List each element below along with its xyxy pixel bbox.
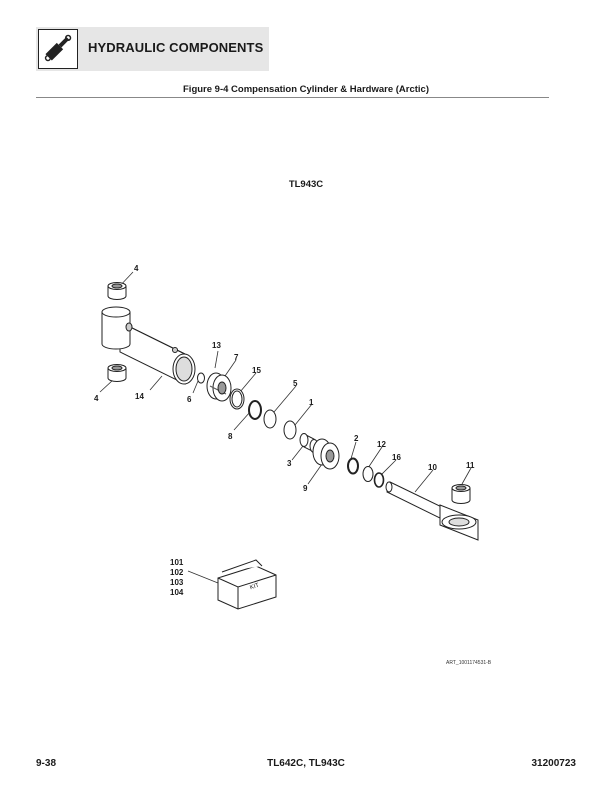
seal-5 <box>263 409 277 429</box>
doc-number: 31200723 <box>531 758 577 769</box>
leader-line <box>149 375 163 391</box>
callout-8: 8 <box>228 432 233 441</box>
callout-11: 11 <box>466 461 475 470</box>
ring-16 <box>373 472 385 488</box>
leader-line <box>99 379 114 393</box>
leader-line <box>214 350 219 369</box>
art-id: ART_1001174531-B <box>446 660 492 666</box>
o-ring-6 <box>197 372 205 384</box>
kit-box-icon <box>217 559 277 610</box>
cylinder-barrel <box>101 306 196 385</box>
leader-line <box>239 372 257 393</box>
page-number: 9-38 <box>36 758 57 769</box>
hydraulic-cylinder-icon <box>38 29 78 69</box>
leader-line <box>294 403 313 426</box>
ring-8 <box>248 400 262 420</box>
kit-item: 101 <box>170 558 184 567</box>
callout-16: 16 <box>392 453 401 462</box>
callout-4-bottom: 4 <box>94 394 99 403</box>
footer-models: TL642C, TL943C <box>267 758 345 769</box>
callout-7: 7 <box>234 353 239 362</box>
bushing-top <box>107 282 127 300</box>
ring-1 <box>283 420 297 440</box>
callout-14: 14 <box>135 392 144 401</box>
piston-rod-10 <box>385 481 479 541</box>
callout-13: 13 <box>212 341 221 350</box>
leader-line <box>192 380 199 394</box>
bushing-bottom <box>107 364 127 382</box>
leader-line <box>461 467 472 485</box>
model-label: TL943C <box>288 179 324 190</box>
kit-item: 103 <box>170 578 184 587</box>
leader-line <box>307 463 323 485</box>
leader-line <box>273 385 297 413</box>
ring-12 <box>362 466 374 482</box>
kit-callout-list: 101 102 103 104 <box>170 558 183 598</box>
leader-line <box>187 570 219 584</box>
callout-10: 10 <box>428 463 437 472</box>
callout-12: 12 <box>377 440 386 449</box>
leader-line <box>224 359 237 377</box>
bushing-11 <box>451 484 471 504</box>
kit-item: 102 <box>170 568 184 577</box>
callout-3: 3 <box>287 459 292 468</box>
callout-6: 6 <box>187 395 192 404</box>
callout-2: 2 <box>354 434 359 443</box>
rod-head-9 <box>312 438 340 470</box>
leader-line <box>414 469 434 493</box>
leader-line <box>233 411 251 431</box>
kit-item: 104 <box>170 588 184 597</box>
leader-line <box>291 445 304 461</box>
ring-2 <box>347 457 359 475</box>
figure-title: Figure 9-4 Compensation Cylinder & Hardw… <box>183 84 429 95</box>
callout-15: 15 <box>252 366 261 375</box>
callout-9: 9 <box>303 484 308 493</box>
callout-5: 5 <box>293 379 298 388</box>
title-divider <box>36 97 549 98</box>
section-title: HYDRAULIC COMPONENTS <box>88 40 264 55</box>
piston-7 <box>206 372 232 402</box>
callout-4-top: 4 <box>134 264 139 273</box>
callout-1: 1 <box>309 398 314 407</box>
